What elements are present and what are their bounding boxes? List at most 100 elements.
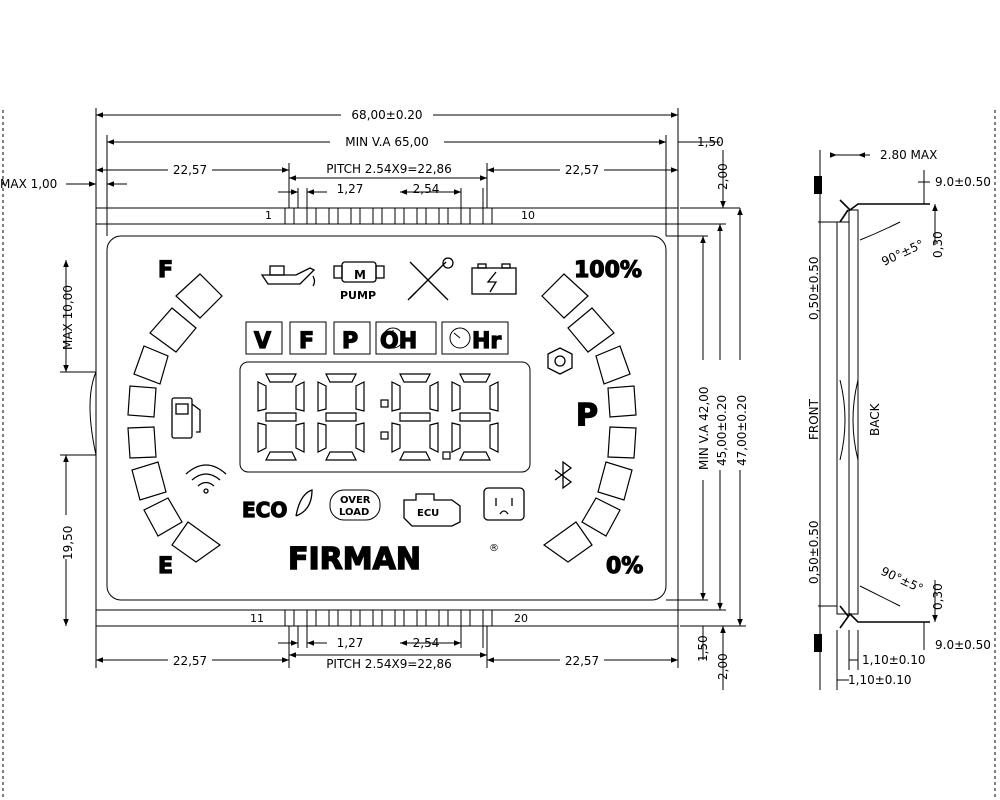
digit-segment bbox=[355, 381, 365, 412]
dim-left-margin: MAX 1,00 bbox=[0, 177, 57, 191]
bottom-lead bbox=[839, 612, 930, 629]
mode-oh-label: OH bbox=[380, 329, 417, 354]
colon-dot bbox=[380, 399, 389, 408]
decimal-point bbox=[442, 451, 451, 460]
wifi-icon bbox=[185, 464, 227, 494]
battery-icon bbox=[471, 263, 517, 295]
ecu-label: ECU bbox=[417, 508, 439, 519]
dim-tol-top: 0,50±0.50 bbox=[807, 257, 821, 321]
left-gauge-segment bbox=[131, 461, 167, 501]
dim-pin-width-bottom: 1,27 bbox=[337, 636, 364, 650]
percent-empty-label: 0% bbox=[606, 554, 643, 579]
dim-angle-bottom: 90°±5° bbox=[879, 564, 926, 596]
digit-segment bbox=[265, 412, 297, 422]
digit-display-box bbox=[239, 361, 531, 473]
mode-v-label: V bbox=[254, 329, 271, 354]
dim-left-offset-bottom: 22,57 bbox=[173, 654, 207, 668]
mode-p-label: P bbox=[342, 329, 358, 354]
dim-bottom-pin-height: 2,00 bbox=[716, 653, 730, 680]
bluetooth-icon bbox=[554, 460, 573, 490]
digit-segment bbox=[325, 412, 357, 422]
right-fuel-gauge bbox=[541, 273, 637, 563]
digit-segment bbox=[325, 373, 357, 383]
digit-segment bbox=[399, 412, 431, 422]
left-gauge-segment bbox=[133, 345, 169, 385]
engine-icon bbox=[403, 493, 461, 527]
digit-segment bbox=[429, 381, 439, 412]
digit-segment bbox=[459, 412, 491, 422]
park-label: P bbox=[576, 398, 598, 433]
dim-tol-bottom: 0,50±0.50 bbox=[807, 521, 821, 585]
bottom-hatch bbox=[814, 634, 822, 652]
nut-icon bbox=[547, 347, 573, 375]
outlet-icon bbox=[483, 487, 525, 521]
dim-bottom-gap: 1,50 bbox=[696, 635, 710, 662]
dim-pin-pitch-bottom: 2,54 bbox=[413, 636, 440, 650]
right-gauge-segment bbox=[595, 345, 631, 385]
dim-view-area-width: MIN V.A 65,00 bbox=[345, 135, 429, 149]
right-gauge-segment bbox=[567, 307, 615, 353]
pin-label-11: 11 bbox=[250, 612, 264, 625]
dim-view-area-height: MIN V.A 42,00 bbox=[697, 386, 711, 470]
left-fuel-gauge bbox=[127, 273, 223, 563]
overload-line1: OVER bbox=[340, 495, 371, 506]
front-label: FRONT bbox=[807, 398, 821, 440]
dim-pin-top: 9.0±0.50 bbox=[935, 175, 991, 189]
digit-segment bbox=[399, 451, 431, 461]
dim-left-offset-top: 22,57 bbox=[173, 163, 207, 177]
oil-can-icon bbox=[260, 265, 316, 287]
pin-label-10: 10 bbox=[521, 209, 535, 222]
dim-overall-height: 47,00±0.20 bbox=[735, 395, 749, 466]
top-hatch bbox=[814, 176, 822, 194]
dim-lead-top: 0,30 bbox=[931, 231, 945, 258]
digit-segment bbox=[429, 422, 439, 453]
seven-segment-digits bbox=[257, 373, 499, 461]
digit-segment bbox=[399, 373, 431, 383]
fuel-full-label: F bbox=[158, 258, 173, 283]
dim-lead-bottom: 0,30 bbox=[931, 583, 945, 610]
dim-max-height: MAX 10,00 bbox=[61, 285, 75, 350]
view-area-outline bbox=[106, 235, 667, 601]
left-gauge-segment bbox=[127, 426, 157, 459]
right-gauge-segment bbox=[542, 521, 593, 563]
left-gauge-segment bbox=[171, 521, 222, 563]
colon-dot bbox=[380, 431, 389, 440]
dim-glass-front: 1,10±0.10 bbox=[862, 653, 926, 667]
dim-top-pin-height: 2,00 bbox=[716, 163, 730, 190]
digit-segment bbox=[459, 373, 491, 383]
dim-pitch-top: PITCH 2.54X9=22,86 bbox=[326, 162, 452, 176]
right-gauge-segment bbox=[581, 497, 621, 537]
digit-segment bbox=[295, 422, 305, 453]
top-pins bbox=[284, 207, 493, 225]
seal-bulge bbox=[839, 379, 859, 461]
digit-segment bbox=[325, 451, 357, 461]
dim-bottom-side-height: 19,50 bbox=[61, 526, 75, 560]
digit-segment bbox=[257, 381, 267, 412]
fuel-empty-label: E bbox=[158, 554, 173, 579]
bottom-pins bbox=[284, 609, 493, 627]
leaf-icon bbox=[295, 489, 313, 517]
dim-overall-width: 68,00±0.20 bbox=[351, 108, 422, 122]
dim-pin-width-top: 1,27 bbox=[337, 182, 364, 196]
dim-angle-top: 90°±5° bbox=[879, 237, 926, 269]
back-glass-plate bbox=[848, 209, 859, 615]
registered-mark: ® bbox=[489, 543, 499, 554]
right-gauge-segment bbox=[541, 273, 589, 319]
dim-pitch-bottom: PITCH 2.54X9=22,86 bbox=[326, 657, 452, 671]
digit-segment bbox=[489, 422, 499, 453]
mode-row: V F P OH Hr bbox=[245, 321, 509, 355]
digit-segment bbox=[391, 381, 401, 412]
hour-clock-icon bbox=[449, 327, 471, 349]
front-view: 1 10 11 20 68,00±0.20 MIN V.A 65,00 22,5… bbox=[0, 106, 749, 690]
pin-label-20: 20 bbox=[514, 612, 528, 625]
fuel-pump-icon bbox=[171, 397, 201, 439]
digit-segment bbox=[317, 422, 327, 453]
digit-segment bbox=[451, 381, 461, 412]
front-glass-plate bbox=[836, 221, 850, 615]
percent-full-label: 100% bbox=[574, 258, 642, 283]
digit-segment bbox=[265, 451, 297, 461]
side-view: 2.80 MAX 9.0±0.50 0,30 90°±5° 0,50±0.50 … bbox=[807, 148, 991, 690]
digit-segment bbox=[317, 381, 327, 412]
digit-segment bbox=[489, 381, 499, 412]
